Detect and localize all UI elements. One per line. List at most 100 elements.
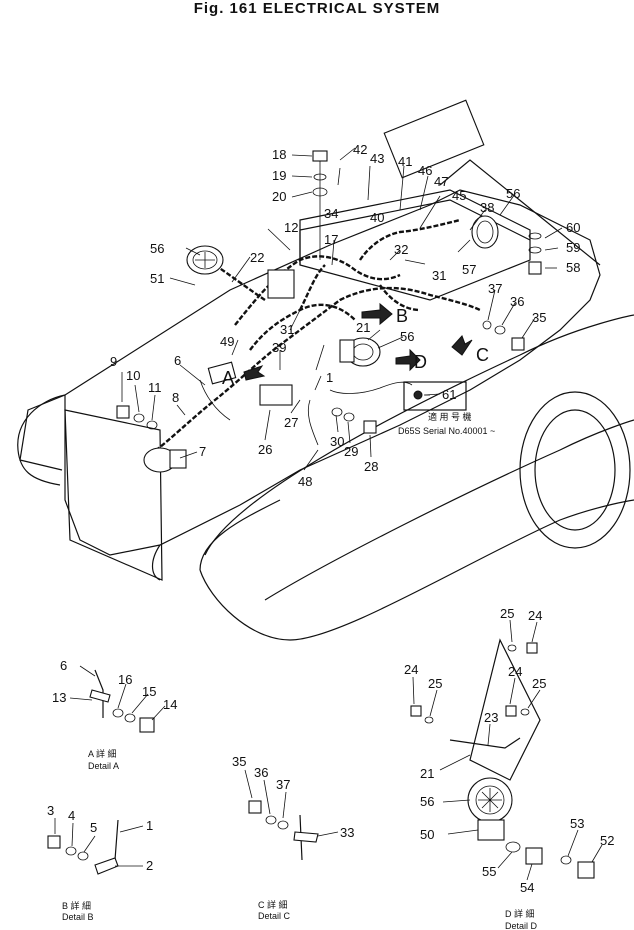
callout-26: 26	[258, 442, 272, 457]
callout-56: 56	[400, 329, 414, 344]
view-arrows: A B C D	[222, 302, 489, 388]
callout-36: 36	[254, 765, 268, 780]
horn-part	[143, 447, 187, 473]
callout-11: 11	[148, 380, 162, 395]
serial-note: 適 用 号 機 D65S Serial No.40001 ~	[398, 381, 495, 436]
callout-39: 39	[272, 340, 286, 355]
callout-58: 58	[566, 260, 580, 275]
callout-5: 5	[90, 820, 97, 835]
detail-a-drawing: A 詳 細 Detail A	[88, 669, 155, 771]
callout-43: 43	[370, 151, 384, 166]
callout-28: 28	[364, 459, 378, 474]
bolts-right	[482, 232, 542, 351]
detail-d-drawing: D 詳 細 Detail D	[410, 638, 595, 930]
callout-16: 16	[118, 672, 132, 687]
callout-46: 46	[418, 163, 432, 178]
callout-51: 51	[150, 271, 164, 286]
callout-15: 15	[142, 684, 156, 699]
callout-60: 60	[566, 220, 580, 235]
callout-57: 57	[462, 262, 476, 277]
callout-20: 20	[272, 189, 286, 204]
callout-37: 37	[276, 777, 290, 792]
callout-12: 12	[284, 220, 298, 235]
callout-53: 53	[570, 816, 584, 831]
bolt-top	[312, 150, 328, 260]
callout-21: 21	[420, 766, 434, 781]
callout-32: 32	[394, 242, 408, 257]
figure-title: Fig. 161 ELECTRICAL SYSTEM	[193, 0, 441, 17]
left-track	[17, 394, 161, 581]
right-track	[199, 314, 634, 641]
view-arrow-label-b: B	[396, 306, 408, 326]
callout-45: 45	[452, 188, 466, 203]
callout-25: 25	[428, 676, 442, 691]
callout-56: 56	[506, 186, 520, 201]
callout-52: 52	[600, 833, 614, 848]
callout-55: 55	[482, 864, 496, 879]
detail-d-en: Detail D	[505, 921, 538, 930]
detail-b-jp: B 詳 細	[62, 900, 91, 911]
callout-25: 25	[532, 676, 546, 691]
callout-22: 22	[250, 250, 264, 265]
callout-25: 25	[500, 606, 514, 621]
detail-a-jp: A 詳 細	[88, 748, 117, 759]
callout-56: 56	[420, 794, 434, 809]
callout-8: 8	[172, 390, 179, 405]
callout-6: 6	[60, 658, 67, 673]
callout-10: 10	[126, 368, 140, 383]
detail-d-jp: D 詳 細	[505, 908, 535, 919]
callout-47: 47	[434, 174, 448, 189]
detail-c-jp: C 詳 細	[258, 899, 288, 910]
callout-36: 36	[510, 294, 524, 309]
callout-37: 37	[488, 281, 502, 296]
lamp-left	[186, 245, 224, 275]
view-arrow-label-d: D	[414, 352, 427, 372]
serial-note-jp: 適 用 号 機	[428, 411, 472, 422]
callout-41: 41	[398, 154, 412, 169]
battery-box	[299, 99, 531, 301]
detail-b-drawing: B 詳 細 Detail B	[47, 819, 119, 922]
callout-40: 40	[370, 210, 384, 225]
callout-2: 2	[146, 858, 153, 873]
callout-30: 30	[330, 434, 344, 449]
callout-4: 4	[68, 808, 75, 823]
callout-24: 24	[508, 664, 522, 679]
callout-29: 29	[344, 444, 358, 459]
wiring-harness	[149, 218, 481, 456]
detail-c-en: Detail C	[258, 911, 291, 921]
callout-49: 49	[220, 334, 234, 349]
callout-17: 17	[324, 232, 338, 247]
callout-27: 27	[284, 415, 298, 430]
callout-9: 9	[110, 354, 117, 369]
callout-38: 38	[480, 200, 494, 215]
lamp-rear	[471, 215, 499, 249]
callout-24: 24	[404, 662, 418, 677]
serial-note-text: D65S Serial No.40001 ~	[398, 426, 495, 436]
callout-31: 31	[280, 322, 294, 337]
callout-35: 35	[532, 310, 546, 325]
callout-24: 24	[528, 608, 542, 623]
callout-54: 54	[520, 880, 534, 895]
relay-box	[207, 269, 295, 406]
callout-59: 59	[566, 240, 580, 255]
detail-b-en: Detail B	[62, 912, 94, 922]
callout-50: 50	[420, 827, 434, 842]
callout-48: 48	[298, 474, 312, 489]
callout-61: 61	[442, 387, 456, 402]
detail-c-drawing: C 詳 細 Detail C	[248, 800, 319, 921]
callout-7: 7	[199, 444, 206, 459]
callout-6: 6	[174, 353, 181, 368]
callout-18: 18	[272, 147, 286, 162]
callout-1: 1	[326, 370, 333, 385]
bolts-left	[116, 405, 377, 434]
lamp-front	[339, 337, 381, 367]
leader-lines	[54, 147, 603, 881]
callout-34: 34	[324, 206, 338, 221]
view-arrow-label-c: C	[476, 345, 489, 365]
detail-a-en: Detail A	[88, 761, 119, 771]
callout-14: 14	[163, 697, 177, 712]
callout-23: 23	[484, 710, 498, 725]
